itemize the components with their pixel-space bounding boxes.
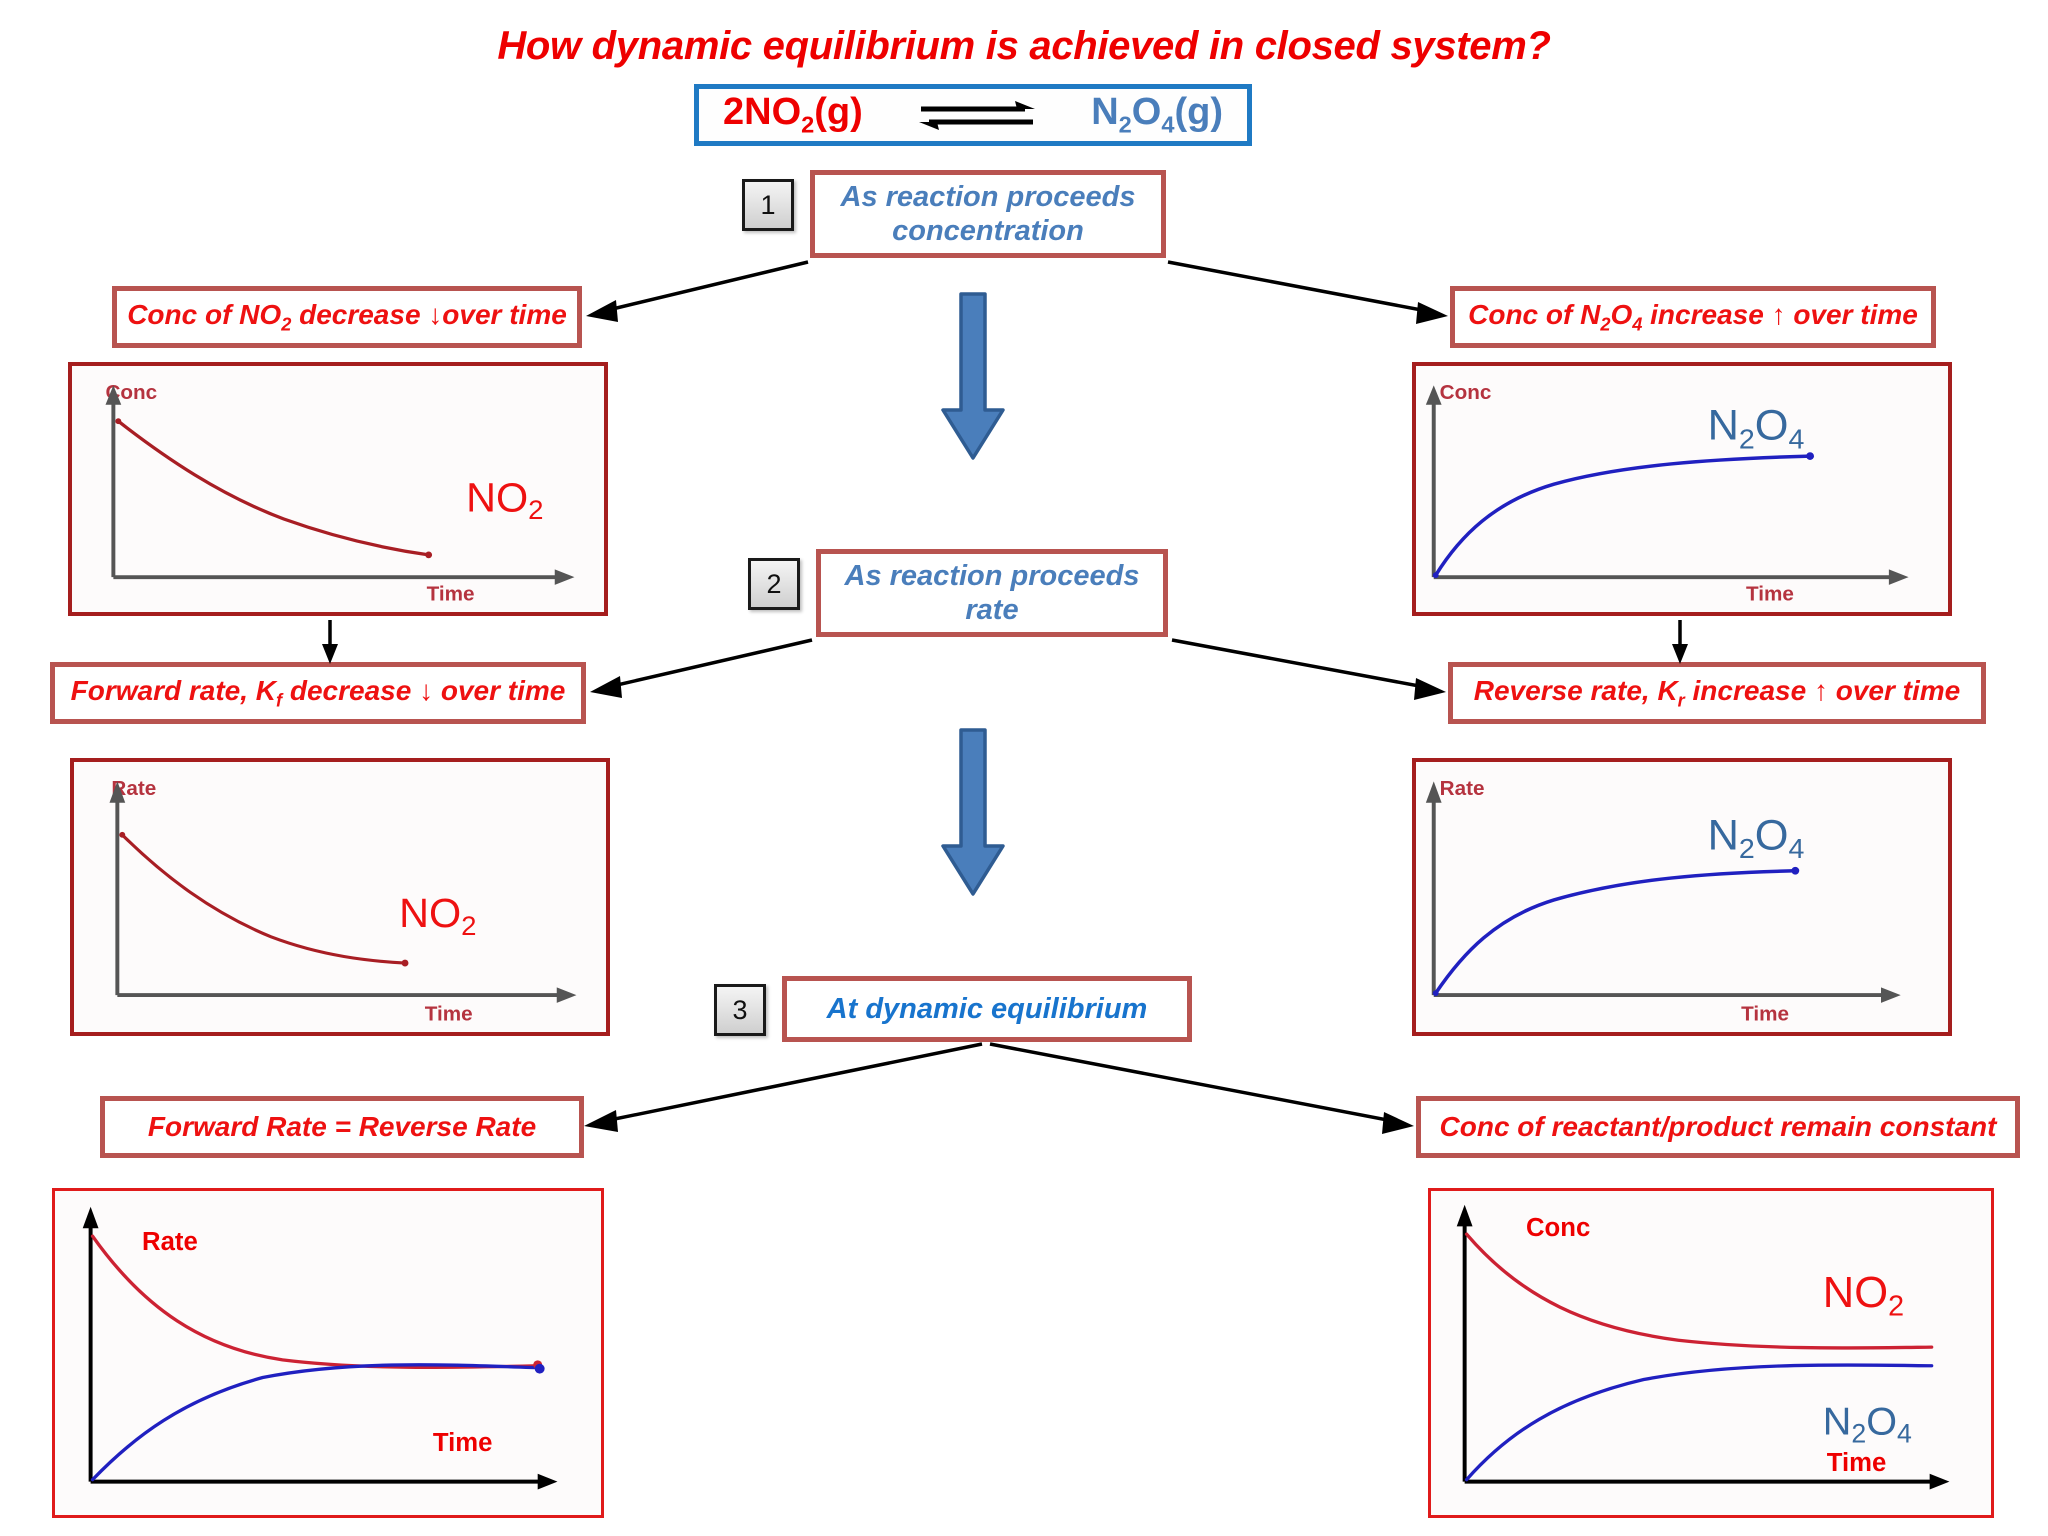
chart-conc-equilibrium-no2-label: NO2 [1823,1269,1904,1323]
chart-conc-n2o4-series-label: N2O4 [1708,402,1805,455]
chart-conc-no2-xlabel: Time [427,583,475,606]
chart-rate-n2o4-ylabel: Rate [1440,777,1485,800]
connector-step1-right [1167,260,1448,324]
chart-conc-n2o4-ylabel: Conc [1440,381,1492,404]
step-2-line-2: rate [965,594,1019,626]
step-3-box: At dynamic equilibrium [782,976,1192,1042]
chart-rate-no2-ylabel: Rate [111,777,156,800]
connector-step3-right [989,1042,1414,1134]
statement-conc-no2: Conc of NO2 decrease ↓over time [112,286,582,348]
step-1-line-1: As reaction proceeds [840,180,1136,213]
chart-conc-n2o4: Conc N2O4 Time [1412,362,1952,616]
step-2-line-1: As reaction proceeds [844,559,1140,592]
step-number-1: 1 [742,179,794,231]
chart-conc-equilibrium: Conc NO2 N2O4 Time [1428,1188,1994,1518]
page-title: How dynamic equilibrium is achieved in c… [497,24,1551,68]
chart-conc-n2o4-xlabel: Time [1746,583,1794,606]
step-1-line-2: concentration [892,215,1084,247]
chart-conc-equilibrium-xlabel: Time [1827,1449,1887,1477]
step-1-box: As reaction proceeds concentration [810,170,1166,258]
connector-tick-right-1 [1672,620,1688,664]
chart-rates-converge-xlabel: Time [433,1429,493,1457]
connector-tick-left-1 [322,620,338,664]
statement-reverse-rate: Reverse rate, Kr increase ↑ over time [1448,662,1986,724]
connector-step2-right [1171,638,1446,700]
chart-conc-no2: Conc NO2 Time [68,362,608,616]
product-formula: N2O4(g) [1091,90,1223,138]
chart-rate-no2-xlabel: Time [425,1002,473,1025]
chart-rate-n2o4-series-label: N2O4 [1708,812,1805,865]
statement-conc-no2-text: Conc of NO2 decrease ↓over time [127,298,567,335]
statement-reverse-rate-text: Reverse rate, Kr increase ↑ over time [1473,674,1961,711]
statement-conc-n2o4-text: Conc of N2O4 increase ↑ over time [1468,298,1918,335]
reaction-equation-box: 2NO2(g) N2O4(g) [694,84,1252,146]
chart-rate-n2o4: Rate N2O4 Time [1412,758,1952,1036]
step-number-2: 2 [748,558,800,610]
chart-rate-n2o4-xlabel: Time [1741,1002,1789,1025]
connector-step3-left [584,1042,983,1132]
statement-rates-equal: Forward Rate = Reverse Rate [100,1096,584,1158]
chart-rates-converge-ylabel: Rate [142,1228,198,1256]
block-arrow-down-2 [941,728,1005,896]
statement-conc-n2o4: Conc of N2O4 increase ↑ over time [1450,286,1936,348]
block-arrow-down-1 [941,292,1005,460]
chart-rate-no2: Rate NO2 Time [70,758,610,1036]
connector-step1-left [586,260,809,322]
chart-conc-no2-series-label: NO2 [466,475,543,525]
statement-forward-rate: Forward rate, Kf decrease ↓ over time [50,662,586,724]
chart-rates-converge: Rate Time [52,1188,604,1518]
step-number-3: 3 [714,984,766,1036]
reactant-formula: 2NO2(g) [723,90,863,138]
statement-conc-constant: Conc of reactant/product remain constant [1416,1096,2020,1158]
statement-forward-rate-text: Forward rate, Kf decrease ↓ over time [70,674,566,711]
step-2-box: As reaction proceeds rate [816,549,1168,637]
chart-conc-equilibrium-n2o4-label: N2O4 [1823,1400,1912,1449]
connector-step2-left [590,638,813,698]
chart-rate-no2-series-label: NO2 [399,890,476,940]
equilibrium-arrows-icon [919,101,1035,130]
chart-conc-equilibrium-ylabel: Conc [1526,1214,1590,1242]
